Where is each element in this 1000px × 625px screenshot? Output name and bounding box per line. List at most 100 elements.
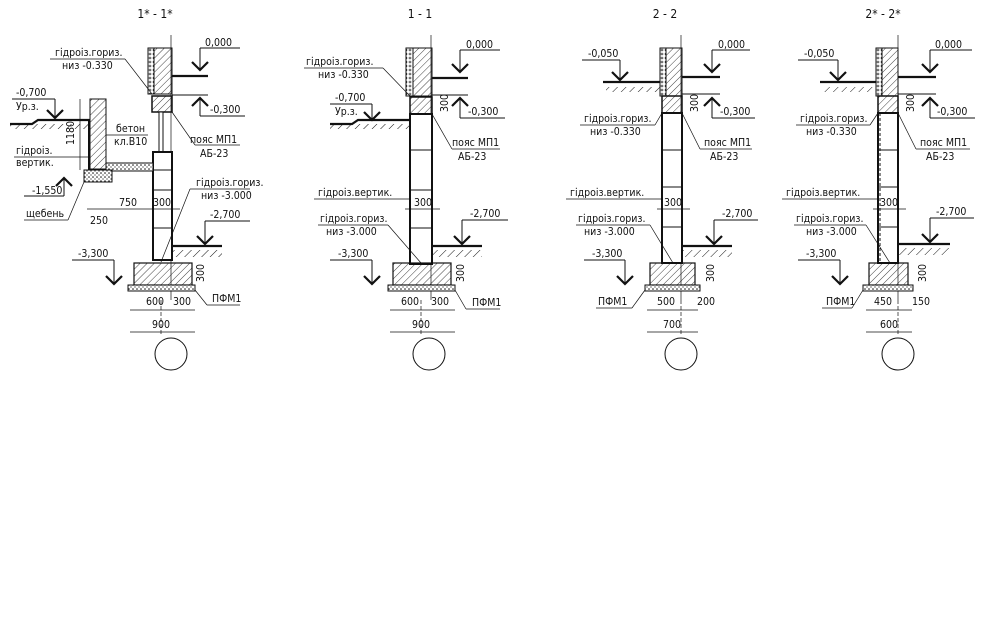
level-mark-basement: -2,700: [722, 208, 752, 220]
upper-wall: [153, 47, 173, 95]
dim-300-footing: 300: [705, 264, 717, 282]
upper-wall: [881, 47, 899, 97]
footing-mark: ПФМ1: [472, 297, 501, 309]
dim-footing-total: 600: [880, 319, 898, 331]
level-mark-foundation: -3,300: [338, 248, 368, 260]
dim-footing-total: 900: [152, 319, 170, 331]
dim-1180: 1180: [65, 121, 77, 145]
dim-300-footing: 300: [917, 264, 929, 282]
belt-beam: [151, 95, 173, 113]
footing: [868, 262, 909, 286]
block-wall: [152, 151, 173, 261]
level-mark-slab-bottom: -0,300: [468, 106, 498, 118]
dim-footing-total: 700: [663, 319, 681, 331]
insulation-layer: [147, 47, 155, 95]
dim-footing-left: 500: [657, 296, 675, 308]
dim-300-belt: 300: [689, 94, 701, 112]
section-1star: 1* - 1* 0,000 -0: [10, 7, 263, 371]
dim-300-footing: 300: [195, 264, 207, 282]
level-mark-pit: -1,550: [32, 185, 62, 197]
dim-footing-right: 200: [697, 296, 715, 308]
level-mark-basement: -2,700: [470, 208, 500, 220]
dim-footing-right: 300: [173, 296, 191, 308]
section-title: 1* - 1*: [137, 7, 173, 21]
belt-type-label: АБ-23: [200, 148, 228, 160]
block-wall: [661, 112, 683, 264]
belt-label: пояс МП1: [920, 137, 967, 149]
dim-footing-left: 450: [874, 296, 892, 308]
hydro-horiz-bottom-label: гідроіз.гориз.: [320, 213, 387, 225]
hydro-horiz-top-level: низ -0.330: [318, 69, 369, 81]
belt-beam: [877, 95, 899, 114]
hydro-horiz-top-label: гідроіз.гориз.: [800, 113, 867, 125]
level-mark-slab-bottom: -0,300: [720, 106, 750, 118]
gravel-fill: [105, 162, 154, 172]
footing-base: [387, 284, 456, 292]
level-mark-foundation: -3,300: [806, 248, 836, 260]
belt-label: пояс МП1: [704, 137, 751, 149]
hydro-horiz-top-level: низ -0.330: [590, 126, 641, 138]
belt-type-label: АБ-23: [710, 151, 738, 163]
dim-footing-right: 300: [431, 296, 449, 308]
footing-base: [862, 284, 914, 292]
hydro-horiz-bottom-level: низ -3.000: [584, 226, 635, 238]
level-mark-floor: 0,000: [718, 39, 745, 51]
hydro-horiz-bottom-level: низ -3.000: [201, 190, 252, 202]
soil-hatch: [10, 124, 90, 129]
section-1: 1 - 1 0,000 -0,300 300 гідроіз.гориз. ни…: [304, 7, 508, 371]
level-mark-outside: -0,050: [804, 48, 834, 60]
section-2star: 2* - 2* -0,050 0,000 -0,300 300 гідроіз.…: [782, 7, 975, 371]
block-wall: [409, 113, 433, 265]
hydro-horiz-bottom-level: низ -3.000: [326, 226, 377, 238]
ground-line: [10, 118, 90, 126]
level-mark-slab-bottom: -0,300: [210, 104, 240, 116]
upper-wall: [665, 47, 683, 97]
vertical-waterproofing: [88, 120, 90, 170]
ground-level-label: Ур.з.: [16, 101, 39, 113]
level-mark-floor: 0,000: [205, 37, 232, 49]
footing: [392, 262, 452, 286]
level-mark-ground: -0,700: [335, 92, 365, 104]
hydro-horiz-top-level: низ -0.330: [806, 126, 857, 138]
column: [158, 111, 164, 153]
insulation-layer: [875, 47, 883, 97]
insulation-layer: [405, 47, 414, 97]
axis-bubble: [664, 337, 698, 371]
footing-mark: ПФМ1: [826, 296, 855, 308]
section-title: 1 - 1: [408, 7, 433, 21]
hydro-horiz-bottom-label: гідроіз.гориз.: [578, 213, 645, 225]
belt-type-label: АБ-23: [458, 151, 486, 163]
soil-hatch: [172, 250, 222, 257]
insulation-layer: [659, 47, 667, 97]
hydro-horiz-bottom-label: гідроіз.гориз.: [796, 213, 863, 225]
block-wall: [877, 112, 899, 264]
dim-300-wall: 300: [414, 197, 432, 209]
dim-300-belt: 300: [905, 94, 917, 112]
belt-label: пояс МП1: [452, 137, 499, 149]
dim-300-wall: 300: [664, 197, 682, 209]
footing-mark: ПФМ1: [212, 293, 241, 305]
section-2: 2 - 2 -0,050 0,000 -0,300 300 гідроіз.го…: [566, 7, 758, 371]
level-mark-foundation: -3,300: [592, 248, 622, 260]
belt-label: пояс МП1: [190, 134, 237, 146]
level-mark-foundation: -3,300: [78, 248, 108, 260]
axis-bubble: [154, 337, 188, 371]
footing-base: [644, 284, 701, 292]
dim-footing-left: 600: [401, 296, 419, 308]
level-mark-ground: -0,700: [16, 87, 46, 99]
concrete-label: бетон: [116, 123, 145, 135]
ground-level-label: Ур.з.: [335, 106, 358, 118]
belt-type-label: АБ-23: [926, 151, 954, 163]
belt-beam: [409, 96, 433, 115]
dim-300-footing: 300: [455, 264, 467, 282]
dim-footing-total: 900: [412, 319, 430, 331]
level-mark-outside: -0,050: [588, 48, 618, 60]
dim-250: 250: [90, 215, 108, 227]
level-mark-floor: 0,000: [935, 39, 962, 51]
footing-mark: ПФМ1: [598, 296, 627, 308]
level-mark-slab-bottom: -0,300: [937, 106, 967, 118]
concrete-wall: [89, 98, 107, 170]
level-mark-floor: 0,000: [466, 39, 493, 51]
hydro-horiz-top-label: гідроіз.гориз.: [584, 113, 651, 125]
axis-bubble: [412, 337, 446, 371]
